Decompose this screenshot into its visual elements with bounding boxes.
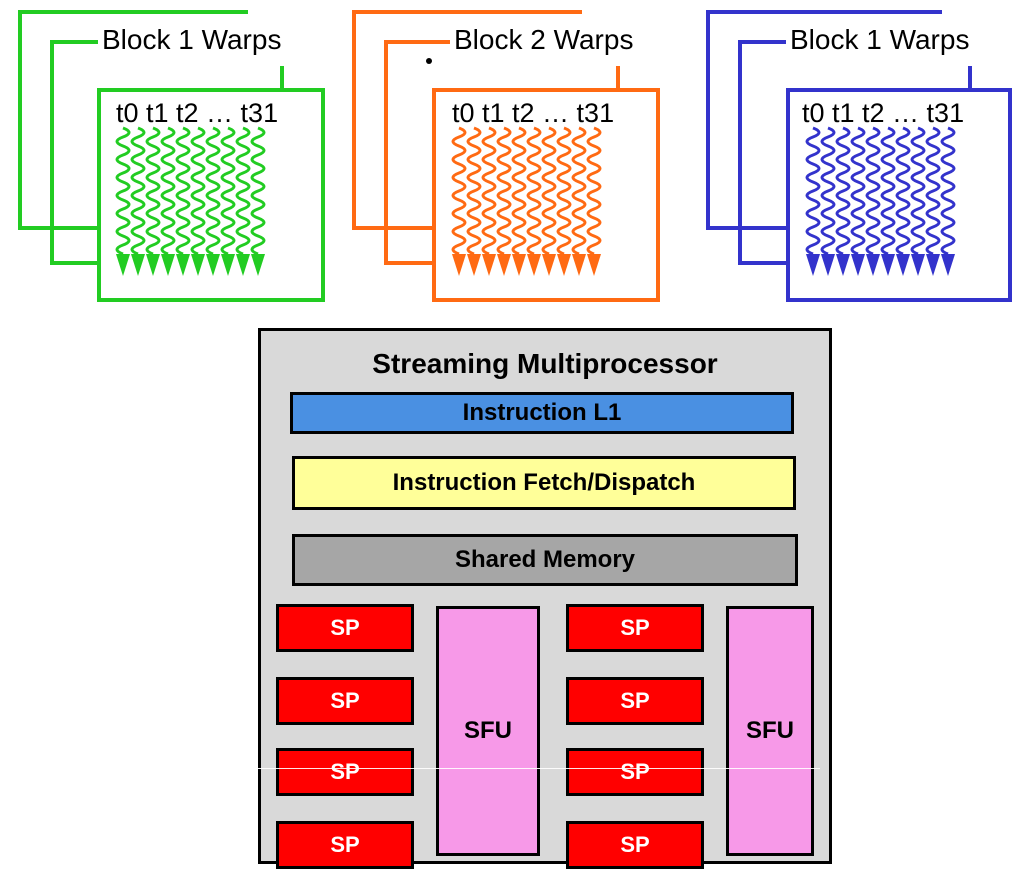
- thread-wave: [925, 126, 941, 256]
- thread-wave: [481, 126, 497, 256]
- warp-group-label: Block 1 Warps: [786, 24, 974, 56]
- thread-arrowhead: [881, 254, 895, 276]
- thread-wave: [160, 126, 176, 256]
- instruction-l1: Instruction L1: [290, 392, 794, 434]
- warp-group-label: Block 2 Warps: [450, 24, 638, 56]
- warp-group-label: Block 1 Warps: [98, 24, 286, 56]
- thread-arrowhead: [911, 254, 925, 276]
- sfu-unit: SFU: [726, 606, 814, 856]
- sm-title: Streaming Multiprocessor: [372, 348, 718, 379]
- thread-ids-label: t0 t1 t2 … t31: [452, 98, 615, 128]
- sp-unit: SP: [566, 677, 704, 725]
- thread-arrowhead: [161, 254, 175, 276]
- warp-frame-connector: [616, 66, 620, 92]
- slide-artifact-line: [0, 768, 820, 769]
- warp-frame-connector: [280, 66, 284, 92]
- thread-arrowhead: [497, 254, 511, 276]
- sp-unit: SP: [276, 677, 414, 725]
- thread-wave: [850, 126, 866, 256]
- thread-arrowhead: [236, 254, 250, 276]
- thread-wave: [511, 126, 527, 256]
- thread-arrowhead: [542, 254, 556, 276]
- sfu-unit: SFU: [436, 606, 540, 856]
- thread-wave: [940, 126, 956, 256]
- thread-arrowhead: [851, 254, 865, 276]
- thread-wave: [865, 126, 881, 256]
- thread-wave: [880, 126, 896, 256]
- thread-arrowhead: [206, 254, 220, 276]
- thread-arrowhead: [467, 254, 481, 276]
- thread-arrowhead: [482, 254, 496, 276]
- thread-arrowhead: [587, 254, 601, 276]
- thread-arrowhead: [221, 254, 235, 276]
- warp-threads-waves: [115, 126, 266, 276]
- thread-arrowhead: [131, 254, 145, 276]
- thread-arrowhead: [821, 254, 835, 276]
- sp-unit: SP: [276, 748, 414, 796]
- sp-unit: SP: [566, 748, 704, 796]
- thread-arrowhead: [557, 254, 571, 276]
- thread-wave: [541, 126, 557, 256]
- thread-wave: [910, 126, 926, 256]
- thread-wave: [820, 126, 836, 256]
- thread-wave: [250, 126, 266, 256]
- thread-wave: [205, 126, 221, 256]
- thread-arrowhead: [527, 254, 541, 276]
- thread-wave: [556, 126, 572, 256]
- thread-wave: [451, 126, 467, 256]
- thread-wave: [805, 126, 821, 256]
- thread-arrowhead: [806, 254, 820, 276]
- sp-unit: SP: [566, 604, 704, 652]
- thread-ids-label: t0 t1 t2 … t31: [802, 98, 965, 128]
- thread-wave: [175, 126, 191, 256]
- thread-arrowhead: [941, 254, 955, 276]
- sp-unit: SP: [276, 604, 414, 652]
- thread-arrowhead: [191, 254, 205, 276]
- thread-arrowhead: [572, 254, 586, 276]
- thread-wave: [586, 126, 602, 256]
- thread-arrowhead: [251, 254, 265, 276]
- thread-wave: [130, 126, 146, 256]
- thread-ids-label: t0 t1 t2 … t31: [116, 98, 279, 128]
- warp-frame-connector: [968, 66, 972, 92]
- thread-wave: [115, 126, 131, 256]
- thread-wave: [466, 126, 482, 256]
- thread-wave: [835, 126, 851, 256]
- thread-arrowhead: [116, 254, 130, 276]
- thread-arrowhead: [926, 254, 940, 276]
- warp-threads-waves: [451, 126, 602, 276]
- sp-unit: SP: [566, 821, 704, 869]
- thread-wave: [571, 126, 587, 256]
- thread-wave: [496, 126, 512, 256]
- thread-wave: [235, 126, 251, 256]
- thread-arrowhead: [896, 254, 910, 276]
- thread-arrowhead: [836, 254, 850, 276]
- bullet-dot: [426, 58, 432, 64]
- thread-arrowhead: [176, 254, 190, 276]
- thread-arrowhead: [866, 254, 880, 276]
- thread-wave: [526, 126, 542, 256]
- shared-memory: Shared Memory: [292, 534, 798, 586]
- thread-arrowhead: [146, 254, 160, 276]
- thread-arrowhead: [452, 254, 466, 276]
- thread-wave: [220, 126, 236, 256]
- thread-wave: [145, 126, 161, 256]
- sp-unit: SP: [276, 821, 414, 869]
- thread-wave: [190, 126, 206, 256]
- thread-wave: [895, 126, 911, 256]
- warp-threads-waves: [805, 126, 956, 276]
- thread-arrowhead: [512, 254, 526, 276]
- instruction-fetch-dispatch: Instruction Fetch/Dispatch: [292, 456, 796, 510]
